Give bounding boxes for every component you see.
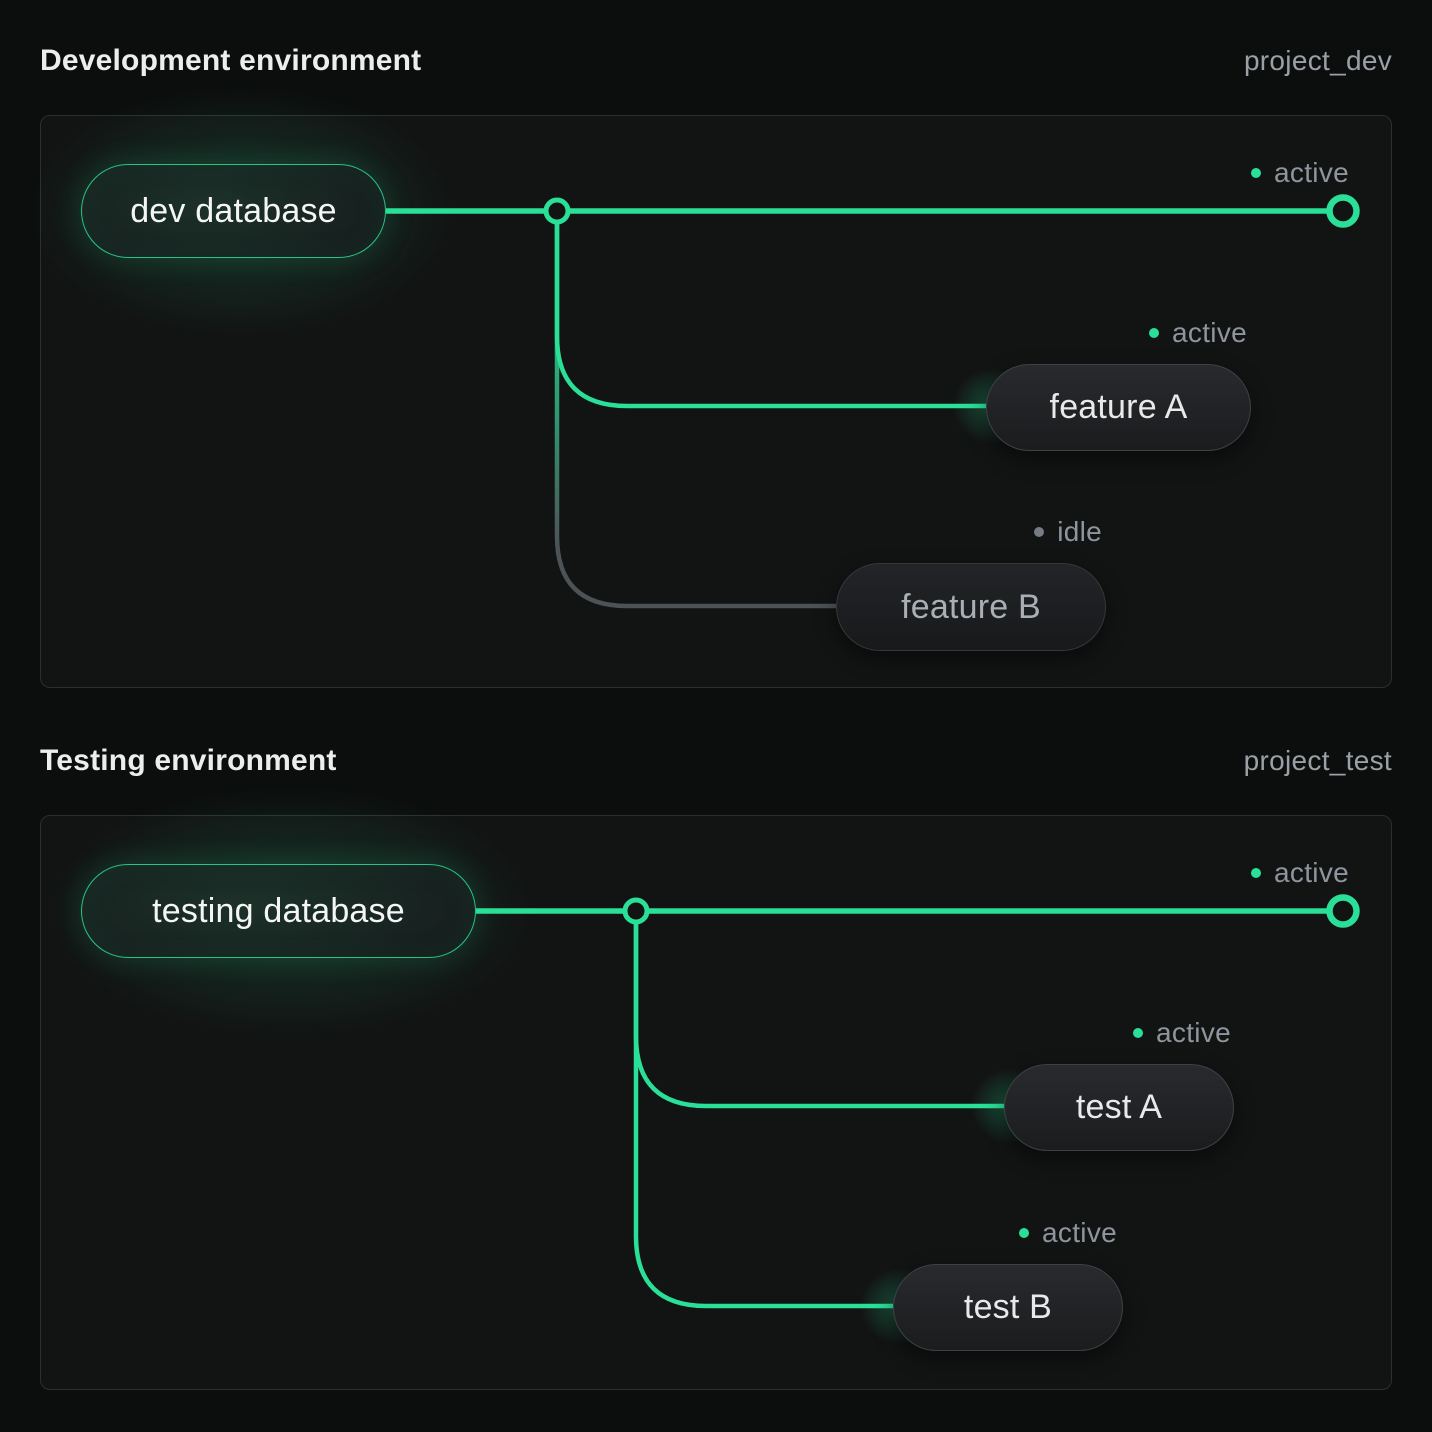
- test-database-node[interactable]: testing database: [81, 864, 476, 958]
- test-main-status: active: [1251, 856, 1349, 890]
- test-section-header: Testing environment project_test: [40, 744, 1392, 778]
- feature-b-status: idle: [1034, 515, 1102, 549]
- test-b-status-label: active: [1042, 1217, 1117, 1248]
- dev-branch-line-feature-a: [554, 211, 986, 409]
- test-a-label: test A: [1075, 1088, 1163, 1126]
- feature-a-status-label: active: [1172, 317, 1247, 348]
- dev-main-end-node: [1326, 194, 1360, 228]
- dev-section-title: Development environment: [40, 44, 422, 77]
- feature-b-node[interactable]: feature B: [836, 563, 1106, 651]
- test-main-status-label: active: [1274, 857, 1349, 888]
- dev-environment-panel: dev database active active feature A idl…: [0, 46, 1392, 688]
- test-b-node[interactable]: test B: [893, 1264, 1123, 1351]
- feature-a-node[interactable]: feature A: [986, 364, 1251, 451]
- active-status-dot: [1019, 1228, 1030, 1238]
- test-database-label: testing database: [152, 891, 405, 930]
- dev-branch-point-node: [543, 197, 571, 225]
- test-a-status-label: active: [1156, 1017, 1231, 1048]
- feature-b-status-label: idle: [1057, 516, 1102, 547]
- active-status-dot: [1149, 328, 1160, 338]
- test-b-status: active: [1019, 1216, 1117, 1250]
- dev-main-status-label: active: [1274, 157, 1349, 188]
- dev-database-node[interactable]: dev database: [81, 164, 386, 258]
- test-environment-panel: testing database active active test A ac…: [0, 746, 1392, 1390]
- test-a-node[interactable]: test A: [1004, 1064, 1234, 1151]
- test-b-label: test B: [963, 1288, 1053, 1326]
- test-branch-point-node: [622, 897, 650, 925]
- test-project-id: project_test: [1243, 745, 1392, 776]
- test-branch-graph: [476, 894, 1360, 1309]
- test-main-end-node: [1326, 894, 1360, 928]
- feature-a-label: feature A: [1049, 388, 1188, 426]
- test-branch-line-test-a: [633, 911, 1004, 1109]
- dev-project-id: project_dev: [1243, 45, 1392, 76]
- test-section-title: Testing environment: [40, 744, 337, 777]
- dev-branch-graph: [386, 194, 1360, 609]
- feature-a-status: active: [1149, 316, 1247, 350]
- feature-b-label: feature B: [901, 587, 1041, 626]
- dev-database-label: dev database: [130, 191, 337, 230]
- active-status-dot: [1133, 1028, 1144, 1038]
- test-branch-line-test-b: [633, 911, 893, 1309]
- dev-section-header: Development environment project_dev: [40, 44, 1392, 78]
- idle-status-dot: [1034, 527, 1045, 537]
- test-a-status: active: [1133, 1016, 1231, 1050]
- active-status-dot: [1251, 868, 1262, 878]
- dev-branch-line-feature-b: [554, 211, 836, 609]
- active-status-dot: [1251, 168, 1262, 178]
- dev-main-status: active: [1251, 156, 1349, 190]
